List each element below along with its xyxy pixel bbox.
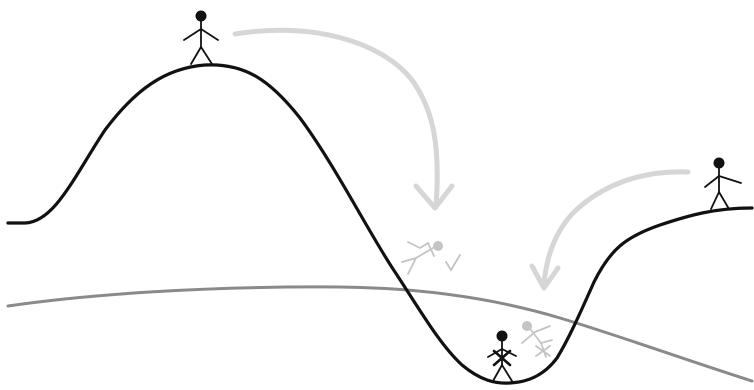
stick-figure-valley [488, 331, 516, 382]
stick-figure-faded-slope [402, 241, 460, 274]
stick-figure-faded-valley [522, 321, 552, 357]
check-mark-icon [446, 255, 460, 270]
stick-figure-ridge [705, 158, 741, 210]
landscape-curve [8, 65, 752, 383]
figure-head-icon [497, 331, 508, 342]
figure-head-icon [433, 241, 443, 251]
reference-curve [8, 287, 752, 381]
figure-head-icon [714, 158, 725, 169]
arrow-peak-to-slope [235, 30, 452, 208]
figure-head-icon [196, 11, 207, 22]
stick-figure-peak [184, 11, 218, 65]
arrow-ridge-to-valley [532, 172, 688, 288]
